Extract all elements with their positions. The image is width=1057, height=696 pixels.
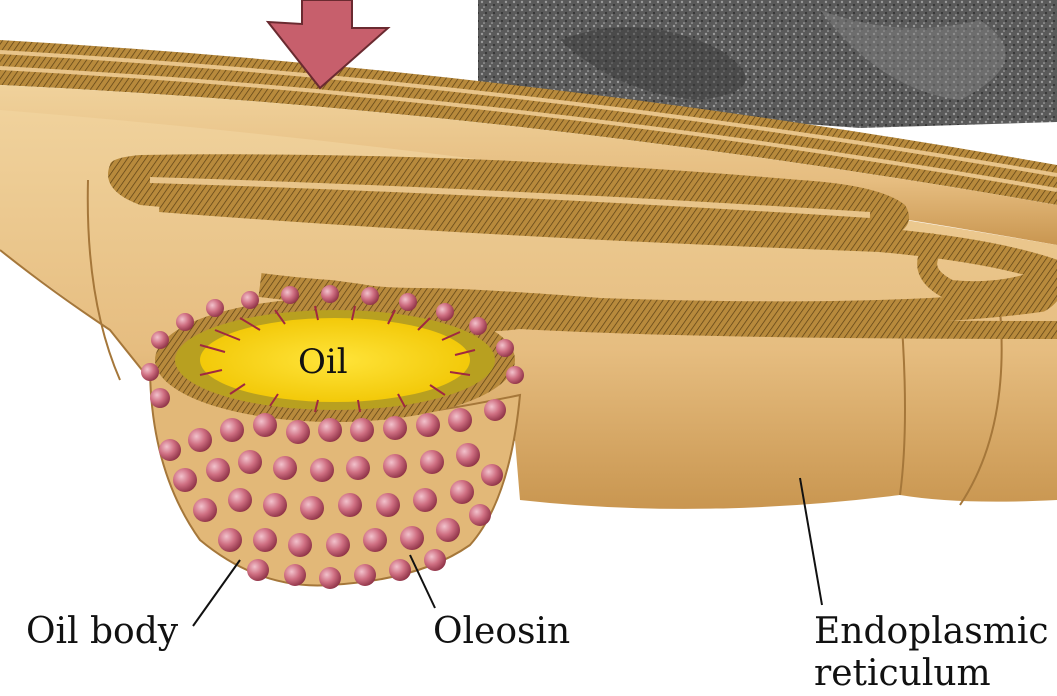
oil-body-label: Oil body (26, 614, 178, 650)
leader-oil-body (193, 560, 240, 626)
er-label-line1: Endoplasmic (814, 614, 1049, 650)
er-label-line2: reticulum (814, 656, 991, 692)
oil-label: Oil (298, 345, 348, 379)
oleosin-label: Oleosin (433, 614, 570, 650)
